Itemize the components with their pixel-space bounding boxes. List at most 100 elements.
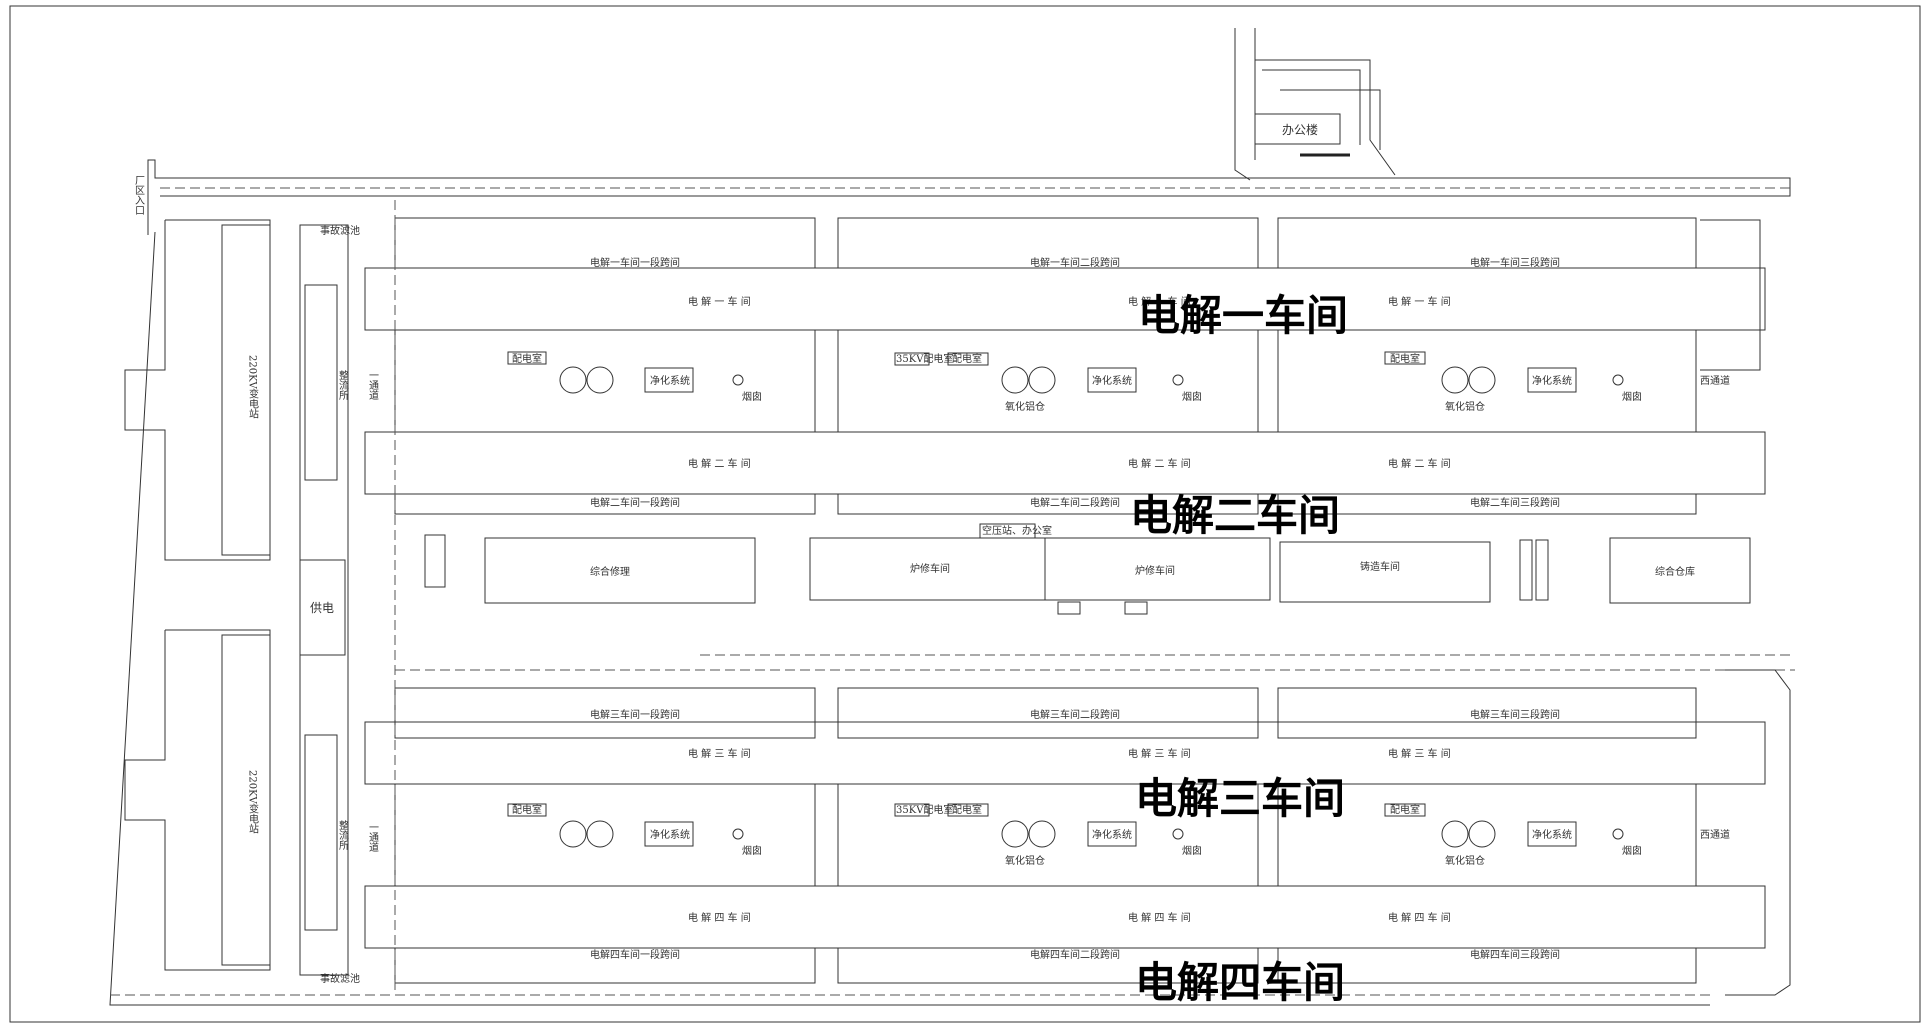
potline-2-bottom-3 [1277,493,1697,515]
row3-west-passage: 西通道 [1700,828,1730,841]
workshop3-label: 电解三车间 [1135,774,1345,823]
row3-silo-2: 氧化铝仓 [1005,854,1045,867]
rectifier-2-label: 整流所 [337,819,349,851]
row1-chimney-2: 烟囱 [1182,390,1202,403]
pump-room [1519,539,1533,601]
office-loop-inner [1262,69,1361,145]
substation-2-label: 220KV变电站 [247,770,259,835]
row1-dist-2: 35KV配电室 [896,352,953,365]
site-boundary-west [109,231,1710,1006]
workshop4-label: 电解四车间 [1135,958,1345,1007]
east-loop [1725,669,1791,996]
band2-label-2: 电 解 二 车 间 [1128,457,1191,470]
office-road-left [1234,28,1251,181]
row3-dist-3: 配电室 [952,803,982,816]
pump-box-b [1124,601,1148,615]
drawing-frame [9,5,1921,1023]
cast-note-box [979,523,1036,539]
power-supply-building [299,559,346,656]
row3-chimney-2: 烟囱 [1182,844,1202,857]
potline-4-bottom-3 [1277,947,1697,984]
span-note-4: 电解二车间一段跨间 [590,496,680,509]
row3-silo-3: 氧化铝仓 [1445,854,1485,867]
row1-purif-3: 净化系统 [1532,374,1572,387]
east-road [1700,219,1761,371]
span-note-1: 电解一车间一段跨间 [590,256,680,269]
potline-3-top-1 [394,687,816,739]
office-label: 办公楼 [1282,122,1318,137]
workshop4-band [364,885,1766,949]
band3-label-1: 电 解 三 车 间 [688,747,751,760]
row1-chimney-3: 烟囱 [1622,390,1642,403]
substation-2 [221,634,271,966]
comprehensive-repair [484,537,756,604]
site-boundary [147,159,1791,235]
furnace-repair-1-label: 炉修车间 [910,562,950,575]
row1-silo-2: 氧化铝仓 [1005,400,1045,413]
furnace-repair-2-label: 炉修车间 [1135,564,1175,577]
workshop3-yard-3 [1277,783,1697,887]
band2-label-3: 电 解 二 车 间 [1388,457,1451,470]
row3-chimney-1: 烟囱 [742,844,762,857]
span-note-6: 电解二车间三段跨间 [1470,496,1560,509]
row3-dist-4: 配电室 [1390,803,1420,816]
row3-purif-3: 净化系统 [1532,828,1572,841]
workshop2-label: 电解二车间 [1130,491,1340,540]
row1-silo-3: 氧化铝仓 [1445,400,1485,413]
workshop3-yard-1 [394,783,816,887]
potline-4-bottom-2 [837,947,1259,984]
row3-purif-2: 净化系统 [1092,828,1132,841]
potline-1-top [394,217,816,269]
row1-dist-1: 配电室 [512,352,542,365]
row1-dist-4: 配电室 [1390,352,1420,365]
row1-purif-2: 净化系统 [1092,374,1132,387]
accident-pool-bottom-label: 事故滤池 [320,972,360,985]
power-supply-label: 供电 [310,601,334,615]
workshop3-yard-2 [837,783,1259,887]
span-note-5: 电解二车间二段跨间 [1030,496,1120,509]
span-note-2: 电解一车间二段跨间 [1030,256,1120,269]
span-note-3: 电解一车间三段跨间 [1470,256,1560,269]
potline-2-bottom-2 [837,493,1259,515]
row1-chimney-1: 烟囱 [742,390,762,403]
band2-label-1: 电 解 二 车 间 [688,457,751,470]
factory-entrance-label: 厂区入口 [133,175,145,215]
warehouse-label: 综合仓库 [1655,565,1695,578]
workshop1-band [364,267,1766,331]
row1-east-passage: 一通道 [367,370,379,400]
row3-equipment [507,803,1624,848]
row3-dist-1: 配电室 [512,803,542,816]
band4-label-1: 电 解 四 车 间 [688,911,751,924]
potline-3-top-2 [837,687,1259,739]
casting-label: 铸造车间 [1360,560,1400,573]
furnace-repair-2 [1044,537,1271,601]
office-loop [1255,59,1396,176]
comprehensive-warehouse [1609,537,1751,604]
row3-chimney-3: 烟囱 [1622,844,1642,857]
rectifier-1 [304,284,338,481]
row1-purif-1: 净化系统 [650,374,690,387]
substation-1 [221,224,271,556]
substation-1-label: 220KV变电站 [247,355,259,420]
pump-box-a [1057,601,1081,615]
row3-dist-2: 35KV配电室 [896,803,953,816]
rectifier-2 [304,734,338,931]
row1-dist-3: 配电室 [952,352,982,365]
potline-1-right [1277,217,1697,269]
workshop1-yard-1 [394,329,816,433]
workshop1-yard-2 [837,329,1259,433]
cast-note-label: 空压站、办公室 [982,524,1052,537]
office-loop-2 [1280,89,1381,150]
span-note-10: 电解四车间一段跨间 [590,948,680,961]
accident-pool-top-label: 事故滤池 [320,224,360,237]
span-note-9: 电解三车间三段跨间 [1470,708,1560,721]
row1-west-passage: 西通道 [1700,374,1730,387]
workshop2-band [364,431,1766,495]
span-note-8: 电解三车间二段跨间 [1030,708,1120,721]
band1-label-3: 电 解 一 车 间 [1388,295,1451,308]
span-note-11: 电解四车间二段跨间 [1030,948,1120,961]
rectifier-1-label: 整流所 [337,369,349,401]
row3-purif-1: 净化系统 [650,828,690,841]
band3-label-2: 电 解 三 车 间 [1128,747,1191,760]
